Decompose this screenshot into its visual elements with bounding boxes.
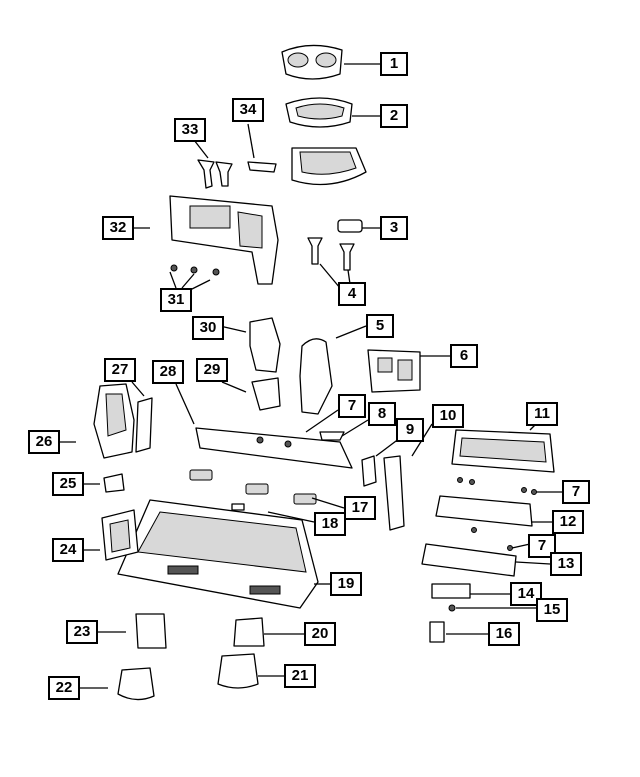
part-12-pad	[435, 495, 533, 527]
callout-7b: 7	[562, 480, 590, 504]
callout-16: 16	[488, 622, 520, 646]
callout-34: 34	[232, 98, 264, 122]
callout-19: 19	[330, 572, 362, 596]
callout-7a: 7	[338, 394, 366, 418]
part-23-panel	[135, 613, 167, 649]
part-22-cover	[117, 667, 155, 701]
callout-26: 26	[28, 430, 60, 454]
callout-1: 1	[380, 52, 408, 76]
callout-32: 32	[102, 216, 134, 240]
callout-17: 17	[344, 496, 376, 520]
part-30-bracket	[249, 317, 281, 373]
part-10-strip	[383, 455, 405, 531]
part-24-bolster	[101, 509, 139, 561]
callout-27: 27	[104, 358, 136, 382]
part-33-pins	[197, 159, 233, 189]
callout-6: 6	[450, 344, 478, 368]
callout-15: 15	[536, 598, 568, 622]
console-bin	[291, 147, 367, 186]
callout-9: 9	[396, 418, 424, 442]
part-14-trim	[431, 583, 471, 599]
callout-25: 25	[52, 472, 84, 496]
part-27-side-trim	[135, 397, 153, 453]
callout-8: 8	[368, 402, 396, 426]
part-15-clip	[448, 604, 456, 612]
callout-3: 3	[380, 216, 408, 240]
callout-11: 11	[526, 402, 558, 426]
callout-12: 12	[552, 510, 584, 534]
part-20-panel	[233, 617, 265, 647]
part-1-cupholder-insert	[281, 44, 343, 80]
part-26-side-panel	[93, 383, 135, 459]
part-19-base-tray	[117, 499, 319, 609]
part-6-latch	[367, 349, 421, 393]
part-8-9-brackets	[319, 431, 377, 487]
part-5-hinge-arm	[299, 338, 333, 415]
part-31-fasteners	[170, 264, 220, 276]
callout-10: 10	[432, 404, 464, 428]
callout-23: 23	[66, 620, 98, 644]
part-2-bezel	[285, 97, 353, 128]
part-16-tag	[429, 621, 445, 643]
callout-28: 28	[152, 360, 184, 384]
callout-31: 31	[160, 288, 192, 312]
part-17-18-clips	[189, 469, 317, 511]
part-3-trim	[337, 219, 363, 233]
part-28-frame-rail	[195, 427, 353, 469]
part-21-cover	[217, 653, 259, 689]
callout-29: 29	[196, 358, 228, 382]
callout-4: 4	[338, 282, 366, 306]
part-13-plate	[421, 543, 517, 577]
callout-24: 24	[52, 538, 84, 562]
part-4-bolts	[307, 237, 355, 271]
callout-22: 22	[48, 676, 80, 700]
callout-20: 20	[304, 622, 336, 646]
callout-13: 13	[550, 552, 582, 576]
part-32-rear-panel	[169, 195, 279, 285]
part-25-cap	[103, 473, 125, 493]
part-34-clip	[247, 161, 277, 173]
callout-21: 21	[284, 664, 316, 688]
part-11-cushion	[451, 429, 555, 473]
callout-33: 33	[174, 118, 206, 142]
callout-2: 2	[380, 104, 408, 128]
callout-18: 18	[314, 512, 346, 536]
callout-30: 30	[192, 316, 224, 340]
part-29-bracket	[251, 377, 281, 411]
callout-5: 5	[366, 314, 394, 338]
